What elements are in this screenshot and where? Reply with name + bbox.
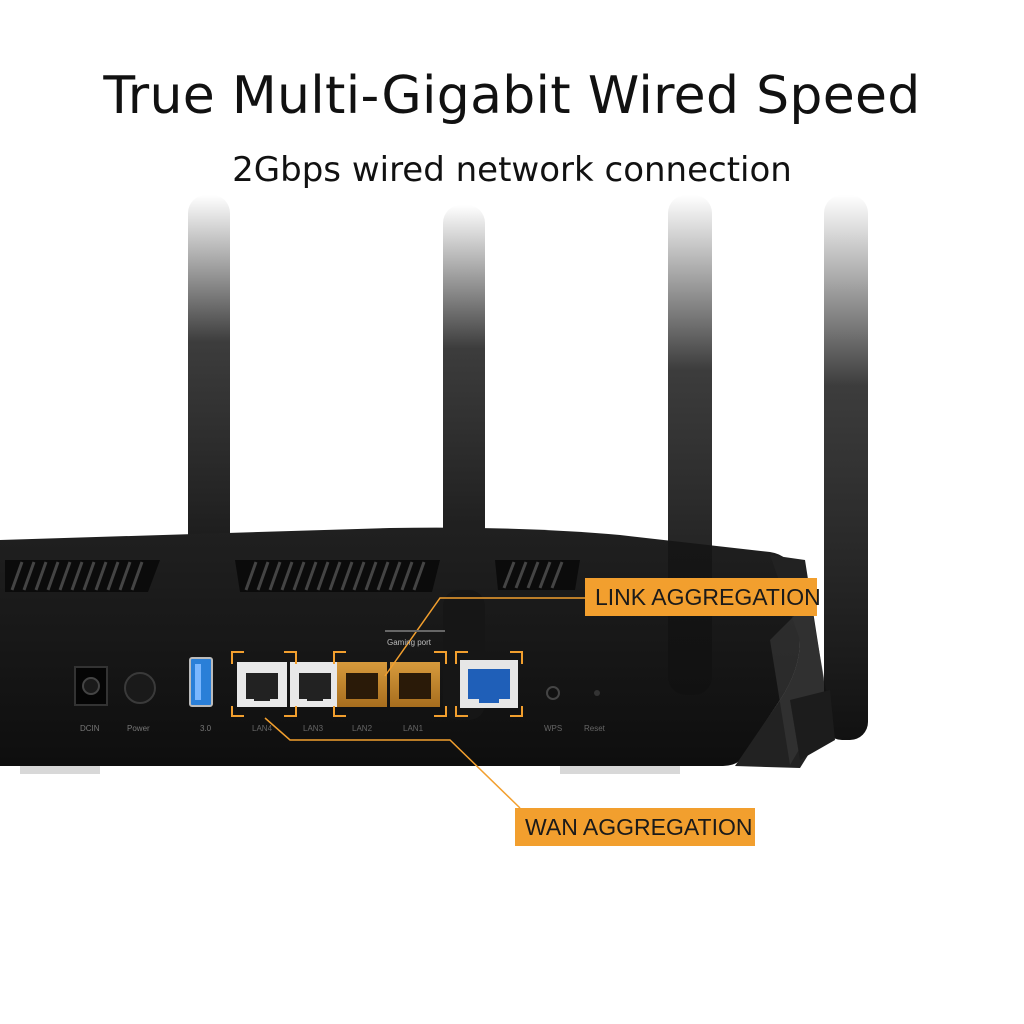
leader-lines — [264, 597, 588, 809]
headline-title: True Multi-Gigabit Wired Speed — [103, 66, 921, 126]
power-label: Power — [127, 724, 150, 733]
antenna-4 — [824, 195, 868, 740]
antenna-3 — [668, 195, 712, 695]
headline-subtitle: 2Gbps wired network connection — [232, 150, 792, 190]
power-button — [124, 672, 156, 704]
wps-button — [546, 686, 560, 700]
vent-slats — [10, 561, 564, 591]
reset-label: Reset — [584, 724, 605, 733]
reset-hole — [594, 690, 600, 696]
wan-aggregation-callout: WAN AGGREGATION — [515, 808, 755, 846]
dcin-label: DCIN — [80, 724, 100, 733]
lan2-label: LAN2 — [352, 724, 373, 733]
gaming-port-label: Gaming port — [387, 638, 432, 647]
antenna-2 — [443, 205, 485, 615]
lan3-label: LAN3 — [303, 724, 324, 733]
lan4-label: LAN4 — [252, 724, 273, 733]
wps-label: WPS — [544, 724, 563, 733]
usb-label: 3.0 — [200, 724, 212, 733]
antenna-1 — [188, 195, 230, 615]
lan1-label: LAN1 — [403, 724, 424, 733]
port-brackets — [231, 651, 523, 717]
link-aggregation-callout: LINK AGGREGATION — [585, 578, 821, 616]
